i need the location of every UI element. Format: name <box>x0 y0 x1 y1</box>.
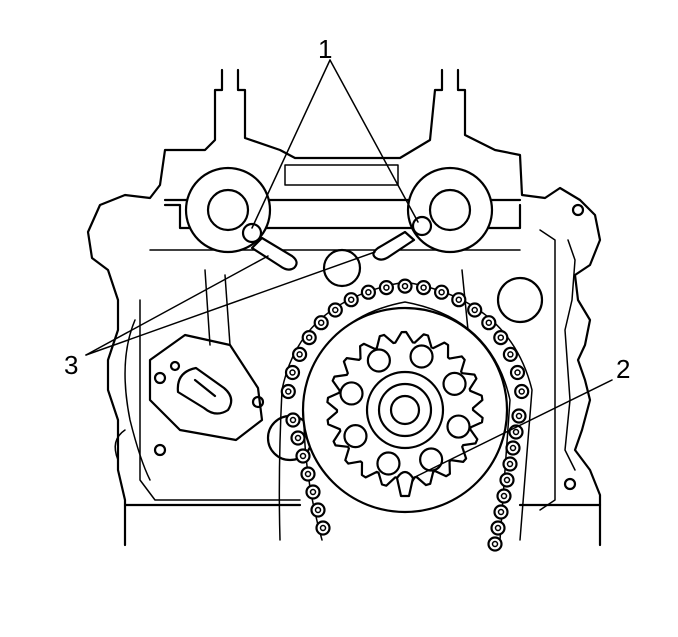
chain-link <box>514 383 530 400</box>
chain-pin <box>518 388 525 395</box>
chain-pin <box>515 412 523 420</box>
callout-label-2: 2 <box>616 354 630 384</box>
chain-pin <box>494 524 502 532</box>
chain-link <box>416 280 432 296</box>
chain-link <box>434 284 450 300</box>
chain-pin <box>294 434 302 442</box>
chain-link <box>300 466 316 482</box>
chain-pin <box>503 476 511 484</box>
right-camshaft <box>406 166 494 254</box>
chain-link <box>327 302 343 318</box>
chain-link <box>496 488 512 504</box>
chain-link <box>315 520 331 536</box>
chain-pin <box>285 388 292 395</box>
left-locking-pin <box>250 236 298 271</box>
chain-pin <box>506 460 514 468</box>
chain-link <box>481 315 497 331</box>
chain-pin <box>500 492 508 500</box>
chain-link <box>290 430 306 446</box>
lightening-hole <box>343 424 368 449</box>
chain-pin <box>289 416 297 424</box>
chain-link <box>509 364 526 381</box>
chain-link <box>284 364 301 381</box>
chain-link <box>493 330 509 346</box>
lightening-hole <box>366 348 391 373</box>
timing-mark <box>395 470 415 498</box>
chain-pin <box>497 508 505 516</box>
chain-pin <box>438 288 445 296</box>
lightening-hole <box>446 414 471 439</box>
chain-link <box>292 346 308 362</box>
callout-label-1: 1 <box>318 34 332 64</box>
chain-link <box>305 484 321 500</box>
chain-pin <box>507 351 514 358</box>
lightening-hole <box>419 447 444 472</box>
leader-lines <box>85 59 613 479</box>
chain-link <box>487 536 503 552</box>
chain-pin <box>365 288 372 296</box>
chain-pin <box>314 506 322 514</box>
chain-pin <box>296 351 303 358</box>
chain-pin <box>485 319 493 326</box>
chain-link <box>378 280 394 296</box>
hub-bore <box>389 394 421 426</box>
lightening-hole <box>442 371 467 396</box>
chain-link <box>505 440 521 456</box>
timing-chain <box>278 278 533 552</box>
chain-link <box>295 448 311 464</box>
chain-pin <box>305 334 313 341</box>
chain-link <box>280 383 296 400</box>
chain-link <box>493 504 509 520</box>
auxiliary-bracket <box>148 269 265 457</box>
chain-link <box>301 330 317 346</box>
right-locking-pin <box>372 230 416 261</box>
chain-link <box>499 472 515 488</box>
chain-link <box>451 292 467 308</box>
lightening-hole <box>376 451 401 476</box>
chain-pin <box>332 306 339 314</box>
chain-link <box>313 315 329 331</box>
chain-pin <box>347 296 355 303</box>
chain-link <box>502 456 518 472</box>
chain-pin <box>317 319 325 326</box>
chain-pin <box>497 334 505 341</box>
chain-pin <box>304 470 312 478</box>
chain-pin <box>491 540 499 548</box>
chain-pin <box>299 452 307 460</box>
chain-pin <box>319 524 327 532</box>
callout-label-3: 3 <box>64 350 78 380</box>
chain-link <box>285 412 301 428</box>
chain-link <box>343 292 359 308</box>
lightening-hole <box>339 381 364 406</box>
chain-pin <box>512 428 520 436</box>
chain-pin <box>420 284 427 291</box>
chain-link <box>511 408 527 424</box>
chain-pin <box>509 444 517 452</box>
chain-pin <box>514 369 521 376</box>
chain-pin <box>401 282 409 290</box>
chain-pin <box>471 306 478 314</box>
chain-link <box>467 302 483 318</box>
chain-pin <box>455 296 463 303</box>
chain-link <box>310 502 326 518</box>
chain-pin <box>309 488 317 496</box>
chain-link <box>397 278 413 294</box>
left-camshaft <box>184 166 272 254</box>
chain-link <box>360 284 376 300</box>
hub-middle <box>377 382 433 438</box>
crankshaft-sprocket <box>301 306 509 514</box>
chain-pin <box>383 284 390 291</box>
chain-pin <box>289 369 296 376</box>
chain-link <box>490 520 506 536</box>
sprocket-teeth <box>326 330 484 490</box>
lightening-hole <box>409 344 434 369</box>
chain-link <box>502 346 518 362</box>
